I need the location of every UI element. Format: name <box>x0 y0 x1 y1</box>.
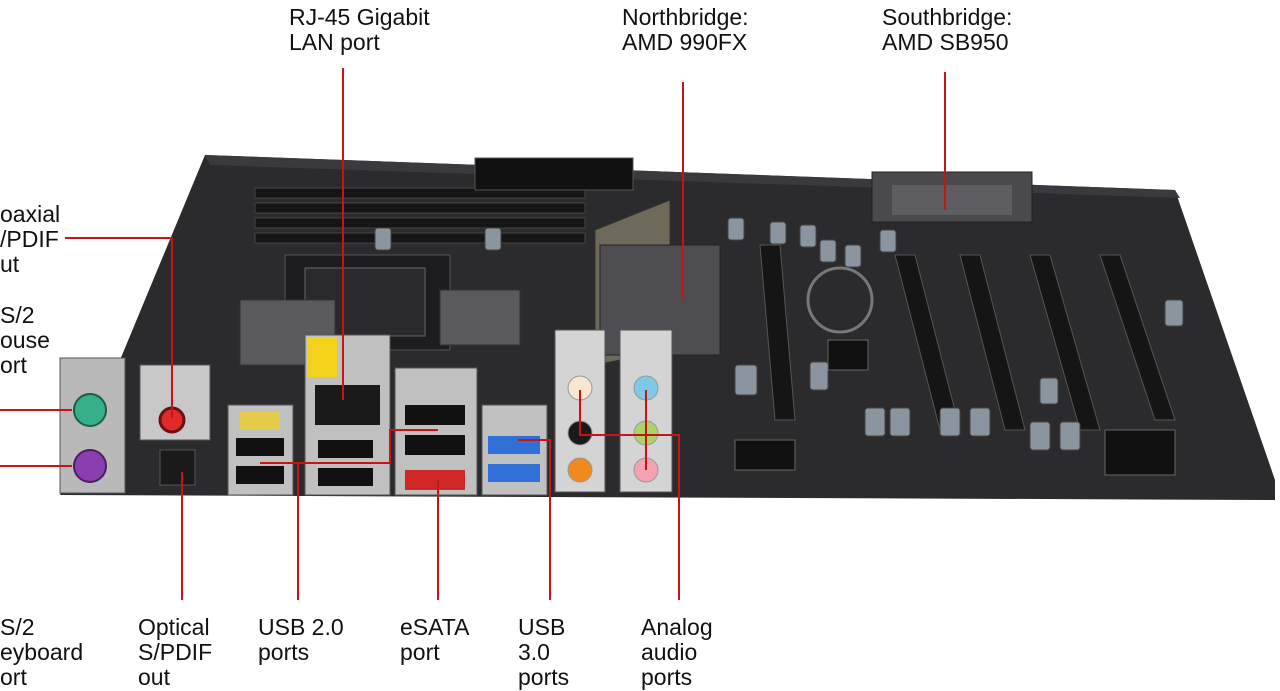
leader-line-coaxial <box>65 237 173 418</box>
label-analog-audio: Analog audio ports <box>641 614 713 690</box>
label-ps2-keyboard: S/2 eyboard ort <box>0 614 84 690</box>
rear-io-panel <box>59 329 673 496</box>
leader-line-usb3 <box>518 439 551 600</box>
cmos-battery <box>806 266 874 334</box>
label-usb3-ports: USB 3.0 ports <box>518 614 570 690</box>
vrm-heatsink <box>239 289 521 366</box>
memory-slots <box>254 187 586 244</box>
pcie-slots <box>759 244 1176 431</box>
label-southbridge: Southbridge: AMD SB950 <box>882 4 1013 55</box>
label-rj45: RJ-45 Gigabit LAN port <box>289 4 430 55</box>
label-optical-spdif: Optical S/PDIF out <box>138 614 213 690</box>
esata-port <box>405 470 465 490</box>
label-usb2-ports: USB 2.0 ports <box>258 614 344 665</box>
leader-line-usb2 <box>297 429 438 600</box>
capacitors <box>374 217 1184 451</box>
motherboard <box>59 155 1275 500</box>
label-ps2-mouse: S/2 ouse ort <box>0 302 50 378</box>
rj45-lan-port <box>315 385 380 425</box>
label-northbridge: Northbridge: AMD 990FX <box>622 4 749 55</box>
ps2-keyboard-port <box>73 449 107 483</box>
label-coaxial-spdif: oaxial /PDIF ut <box>0 201 61 277</box>
optical-spdif-port <box>159 449 196 486</box>
leader-line-audio <box>579 390 680 600</box>
southbridge-heatsink <box>871 171 1033 223</box>
label-esata-port: eSATA port <box>400 614 470 665</box>
leader-lines <box>0 68 946 600</box>
atx-power-connector <box>474 157 634 191</box>
onboard-chips <box>734 339 1176 476</box>
ps2-mouse-port <box>73 393 107 427</box>
